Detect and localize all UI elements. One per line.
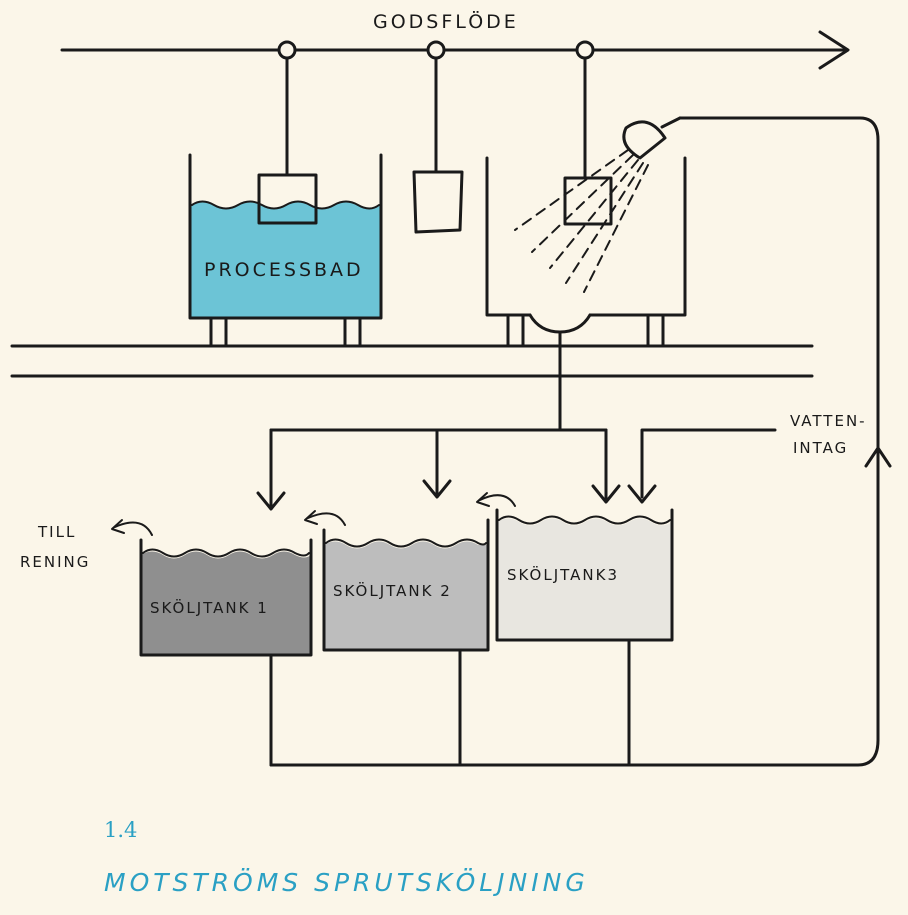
water-intake-label-2: INTAG — [793, 439, 848, 457]
drain-arrowhead-tank1 — [256, 491, 286, 511]
process-bath-liquid — [190, 201, 381, 318]
process-bath-waterline — [191, 200, 380, 210]
shower-head-icon — [622, 120, 667, 160]
water-intake-label-1: VATTEN- — [790, 412, 867, 430]
process-bath-label: PROCESSBAD — [204, 259, 364, 281]
return-loop-arrowhead — [864, 446, 892, 468]
process-bath-tank — [188, 153, 383, 320]
rinse-tank-3 — [495, 508, 674, 642]
overflow-arrow-to-treatment — [114, 521, 153, 536]
hanger-wheel-2 — [426, 40, 446, 60]
workpiece-transit — [412, 170, 464, 234]
spray-streams — [514, 149, 649, 293]
return-loop — [269, 116, 880, 767]
hanger-wheel-3 — [575, 40, 595, 60]
rinse-tank-1-waterline — [142, 548, 310, 558]
rinse-tank-3-label: SKÖLJTANK3 — [507, 565, 619, 584]
to-treatment-label-2: RENING — [20, 553, 90, 571]
overflow-arrowhead-to-treatment — [111, 519, 125, 534]
figure-number: 1.4 — [104, 818, 138, 842]
workpiece-in-spray — [563, 176, 613, 226]
to-treatment-label-1: TILL — [37, 523, 76, 541]
water-intake-line — [640, 428, 777, 499]
rinse-tank-1-label: SKÖLJTANK 1 — [150, 598, 269, 617]
rinse-tank-2 — [322, 518, 490, 652]
hanger-wheel-1 — [277, 40, 297, 60]
goods-flow-arrowhead — [818, 30, 850, 70]
spray-cabinet — [485, 156, 532, 317]
goods-flow-label: GODSFLÖDE — [373, 10, 519, 33]
overflow-arrowhead-2-to-1 — [304, 510, 318, 525]
overflow-arrow-3-to-2 — [479, 494, 516, 507]
spray-cabinet-right — [588, 156, 687, 317]
rinse-tank-3-waterline — [498, 515, 671, 525]
rinse-tank-1-liquid — [141, 551, 311, 655]
rinse-tank-1 — [139, 538, 313, 657]
rinse-tank-2-liquid — [324, 541, 488, 650]
overflow-arrowhead-3-to-2 — [476, 492, 490, 507]
rinse-tank-2-label: SKÖLJTANK 2 — [333, 581, 452, 600]
shower-pipe — [660, 116, 682, 129]
rinse-tank-2-waterline — [325, 538, 487, 548]
figure-title: MOTSTRÖMS SPRUTSKÖLJNING — [104, 868, 589, 897]
drain-arrowhead-tank3 — [591, 484, 621, 504]
workpiece-in-bath — [257, 173, 318, 225]
overflow-arrow-2-to-1 — [307, 512, 346, 526]
water-intake-arrowhead — [627, 484, 657, 504]
rinse-tank-3-liquid — [497, 518, 672, 640]
spray-cabinet-drain — [528, 313, 592, 334]
drain-arrowhead-tank2 — [422, 479, 452, 499]
